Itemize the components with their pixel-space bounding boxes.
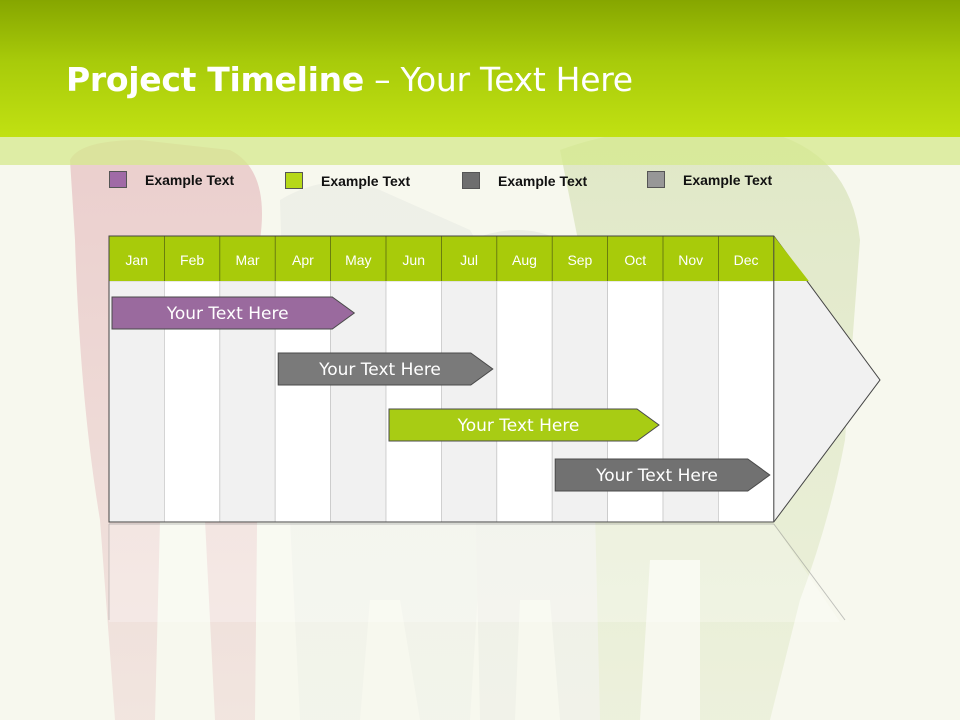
month-column bbox=[385, 280, 442, 523]
month-label-oct: Oct bbox=[624, 252, 646, 268]
month-label-sep: Sep bbox=[567, 252, 592, 268]
legend-swatch bbox=[285, 172, 303, 189]
legend-label: Example Text bbox=[321, 172, 411, 189]
legend-item-2: Example Text bbox=[285, 172, 410, 189]
header-banner bbox=[0, 0, 960, 137]
month-label-nov: Nov bbox=[678, 252, 703, 268]
task-arrow-2 bbox=[277, 352, 494, 386]
task-label-3: Your Text Here bbox=[457, 416, 580, 436]
month-label-mar: Mar bbox=[235, 252, 259, 268]
legend-swatch bbox=[462, 172, 480, 189]
legend-label: Example Text bbox=[683, 171, 773, 188]
header-band bbox=[0, 137, 960, 165]
month-label-aug: Aug bbox=[512, 252, 537, 268]
month-label-may: May bbox=[345, 252, 371, 268]
task-label-1: Your Text Here bbox=[166, 304, 289, 324]
task-arrow-3 bbox=[388, 408, 660, 442]
task-arrow-4 bbox=[554, 458, 771, 492]
month-label-dec: Dec bbox=[734, 252, 759, 268]
legend-item-3: Example Text bbox=[462, 172, 587, 189]
title-rest: – Your Text Here bbox=[363, 60, 633, 99]
timeline-reflection bbox=[109, 524, 840, 622]
legend-item-1: Example Text bbox=[109, 171, 234, 188]
task-arrow-1 bbox=[111, 296, 356, 330]
month-label-jun: Jun bbox=[402, 252, 425, 268]
month-header-bar bbox=[109, 236, 809, 281]
task-label-4: Your Text Here bbox=[595, 466, 718, 486]
legend-swatch bbox=[109, 171, 127, 188]
month-label-feb: Feb bbox=[180, 252, 204, 268]
timeline-border bbox=[108, 235, 774, 523]
title-bold: Project Timeline bbox=[66, 60, 364, 99]
month-column bbox=[496, 280, 553, 523]
legend-label: Example Text bbox=[145, 171, 235, 188]
month-column bbox=[440, 280, 498, 523]
legend-label: Example Text bbox=[498, 172, 588, 189]
page-title: Project Timeline – Your Text Here bbox=[66, 60, 633, 99]
legend-swatch bbox=[647, 171, 665, 188]
month-label-jul: Jul bbox=[460, 252, 478, 268]
month-label-jan: Jan bbox=[125, 252, 148, 268]
legend-item-4: Example Text bbox=[647, 171, 772, 188]
reflection-edge bbox=[773, 523, 846, 621]
month-label-apr: Apr bbox=[292, 252, 314, 268]
task-label-2: Your Text Here bbox=[318, 360, 441, 380]
